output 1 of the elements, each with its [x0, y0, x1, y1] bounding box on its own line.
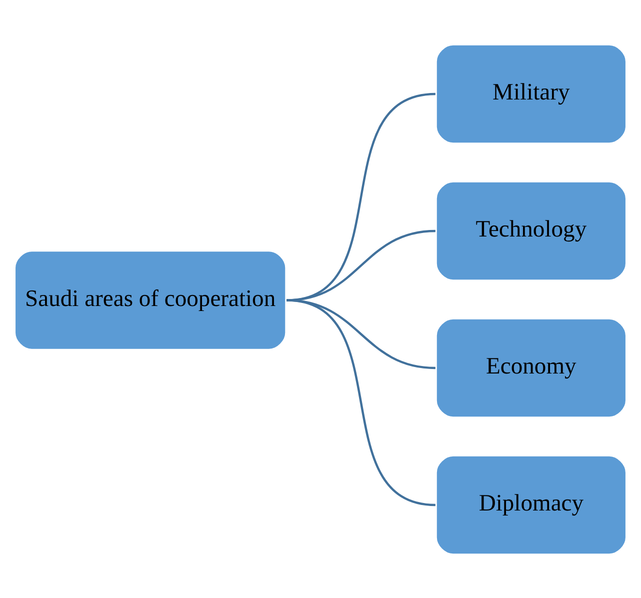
connector	[286, 298, 436, 506]
